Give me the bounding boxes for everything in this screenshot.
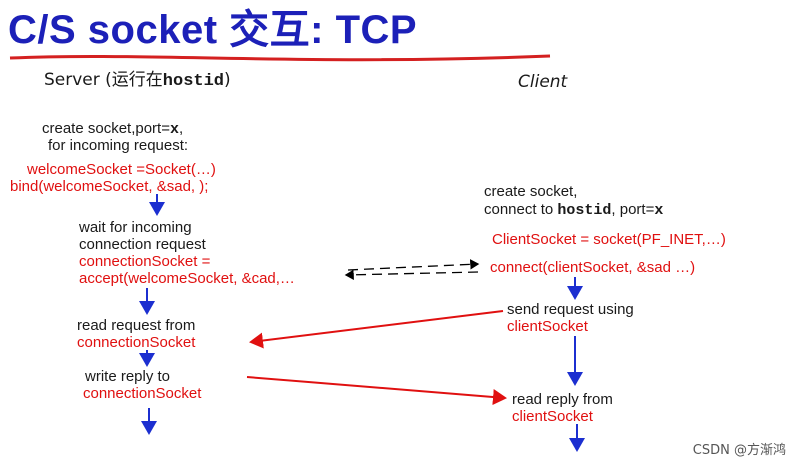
client-read-client-socket: clientSocket: [512, 408, 593, 425]
server-accept: accept(welcomeSocket, &cad,…: [79, 270, 295, 287]
server-wait-incoming: wait for incoming: [79, 219, 192, 236]
server-header-hostid: hostid: [162, 72, 225, 91]
client-hostid: hostid: [557, 202, 612, 219]
client-connect-to: connect to hostid, port=x: [484, 202, 663, 218]
server-read-connection-socket: connectionSocket: [77, 334, 196, 351]
server-read-request: read request from: [77, 317, 196, 334]
watermark: CSDN @方渐鸿: [692, 443, 786, 458]
client-socket-create: ClientSocket = socket(PF_INET,…): [492, 231, 726, 248]
server-port-x: x: [169, 121, 179, 138]
client-create-socket: create socket,: [484, 183, 578, 200]
server-write-reply: write reply to: [85, 368, 171, 385]
page-title: C/S socket 交互: TCP: [8, 8, 418, 52]
title-underline: [9, 54, 551, 62]
server-header: Server (运行在hostid): [44, 70, 231, 91]
client-port-label: , port=: [611, 201, 655, 218]
client-send-client-socket: clientSocket: [507, 318, 588, 335]
client-read-reply: read reply from: [512, 391, 613, 408]
client-send-request: send request using: [507, 301, 634, 318]
client-header: Client: [518, 72, 568, 92]
handshake-arrow-left: [344, 269, 479, 281]
server-bind: bind(welcomeSocket, &sad, );: [10, 178, 209, 195]
server-welcome-socket: welcomeSocket =Socket(…): [27, 161, 216, 178]
server-write-connection-socket: connectionSocket: [83, 385, 202, 402]
client-port-x: x: [654, 202, 664, 219]
server-connection-request: connection request: [79, 236, 206, 253]
server-create-socket: create socket,port=x,: [42, 121, 183, 137]
client-connect-to-text: connect to: [484, 201, 558, 218]
server-incoming-request: for incoming request:: [48, 137, 189, 154]
server-header-label: Server (运行在: [44, 70, 163, 90]
handshake-arrow-right: [347, 259, 480, 271]
request-arrow: [249, 310, 504, 349]
server-create-socket-comma: ,: [179, 120, 184, 137]
server-connection-socket-assign: connectionSocket =: [79, 253, 211, 270]
server-create-socket-text: create socket,port=: [42, 120, 170, 137]
server-header-close: ): [224, 70, 231, 90]
client-connect: connect(clientSocket, &sad …): [490, 259, 696, 276]
reply-arrow: [246, 376, 507, 406]
